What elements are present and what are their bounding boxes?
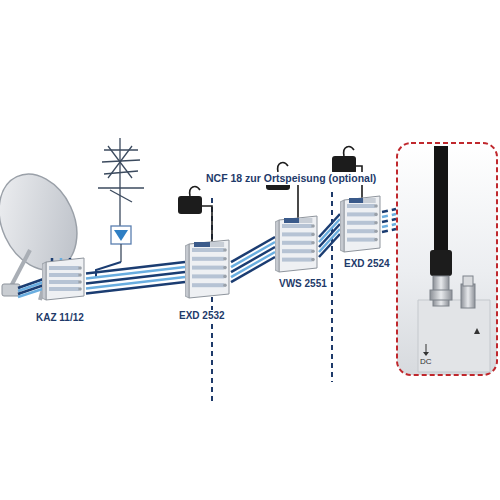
dc-connector-inset <box>397 143 497 375</box>
terrestrial-antenna <box>96 138 144 278</box>
power-supplies <box>178 147 362 242</box>
device-housing <box>185 238 231 300</box>
device-node: VWS 2551 <box>275 214 319 274</box>
cable-continuation <box>382 209 396 232</box>
device-node: EXD 2524 <box>340 194 382 254</box>
device-label: KAZ 11/12 <box>34 312 86 324</box>
note-text: NCF 18 zur Ortspeisung (optional) <box>204 172 378 185</box>
coax-cable-bundle <box>319 214 340 257</box>
device-label: EXD 2532 <box>177 310 227 322</box>
device-housing <box>275 214 319 274</box>
device-housing <box>42 256 86 302</box>
coax-cable-bundle <box>231 237 275 282</box>
connector-label: DC <box>420 357 432 367</box>
device-label: EXD 2524 <box>342 258 392 270</box>
dashed-guide-lines <box>212 192 332 402</box>
device-housing <box>340 194 382 254</box>
coax-cable-bundle <box>86 262 185 294</box>
device-label: VWS 2551 <box>277 278 329 290</box>
device-node: KAZ 11/12 <box>42 256 86 302</box>
satellite-dish <box>0 161 92 300</box>
device-node: EXD 2532 <box>185 238 231 300</box>
